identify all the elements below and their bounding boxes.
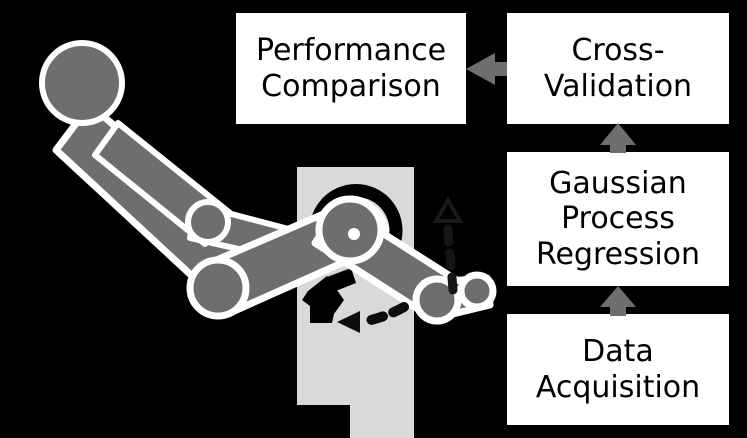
lever-reaction-motion-arrowhead-icon (337, 311, 360, 333)
knee-center-marker (348, 228, 360, 240)
head (39, 40, 125, 126)
flow-box-cross-validation[interactable]: Cross- Validation (507, 13, 729, 124)
lever-reaction-motion-arrow-shaft (357, 302, 409, 327)
machine-lever-arm (327, 268, 356, 292)
flow-box-performance-comparison-label: Performance Comparison (255, 33, 447, 104)
knee-extension-motion-arrow-shaft (443, 219, 458, 295)
knee-extension-motion-arrowhead-icon (432, 195, 464, 223)
hip-joint (186, 256, 250, 320)
toe (457, 271, 497, 311)
elbow-joint (185, 199, 231, 245)
flow-box-data-acquisition[interactable]: Data Acquisition (507, 314, 729, 425)
flow-box-gaussian-process-regression[interactable]: Gaussian Process Regression (507, 152, 729, 286)
flow-box-gaussian-process-regression-label: Gaussian Process Regression (535, 165, 701, 272)
flow-box-data-acquisition-label: Data Acquisition (535, 334, 701, 405)
flow-box-performance-comparison[interactable]: Performance Comparison (236, 13, 466, 124)
flow-box-cross-validation-label: Cross- Validation (543, 33, 693, 104)
ankle-joint (412, 275, 462, 325)
